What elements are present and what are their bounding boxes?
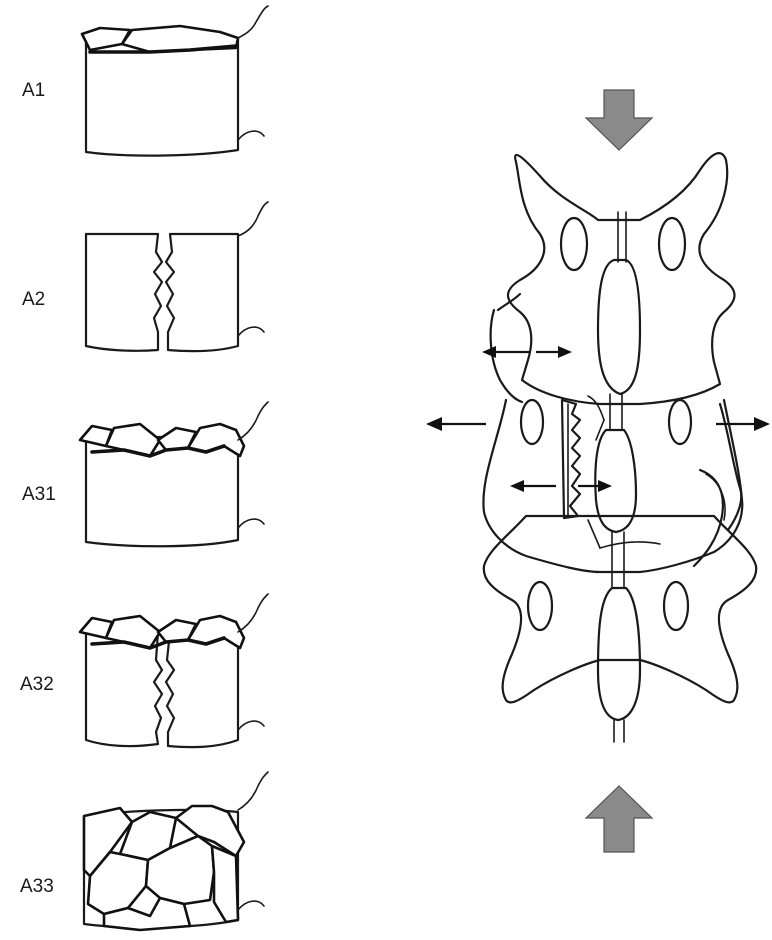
laminar-fracture	[562, 400, 580, 518]
pedicle-mid-left	[521, 400, 543, 444]
pedicle-upper-left	[561, 218, 587, 270]
vertebra-a33: A33	[20, 772, 268, 930]
compression-arrow-up-icon	[586, 786, 652, 852]
vertebra-a2: A2	[22, 202, 268, 351]
label-a1: A1	[22, 80, 45, 101]
spinous-process-upper	[598, 260, 640, 394]
vertebra-a1: A1	[22, 6, 268, 156]
lateral-arrow-left-icon	[426, 417, 486, 431]
pedicle-lower-right	[664, 582, 688, 630]
spinous-process-lower	[598, 588, 640, 720]
small-arrows-upper-icon	[482, 346, 572, 358]
pedicle-lower-left	[528, 582, 552, 630]
pedicle-mid-right	[669, 400, 691, 444]
posterior-view	[483, 153, 756, 742]
pedicle-upper-right	[659, 218, 685, 270]
label-a33: A33	[20, 876, 54, 897]
label-a31: A31	[22, 484, 56, 505]
upper-vertebra	[508, 153, 735, 404]
label-a32: A32	[20, 674, 54, 695]
compression-arrow-down-icon	[586, 90, 652, 150]
vertebra-a31: A31	[22, 402, 268, 546]
vertebra-a32: A32	[20, 594, 268, 747]
label-a2: A2	[22, 289, 45, 310]
small-arrows-middle-icon	[510, 480, 612, 492]
